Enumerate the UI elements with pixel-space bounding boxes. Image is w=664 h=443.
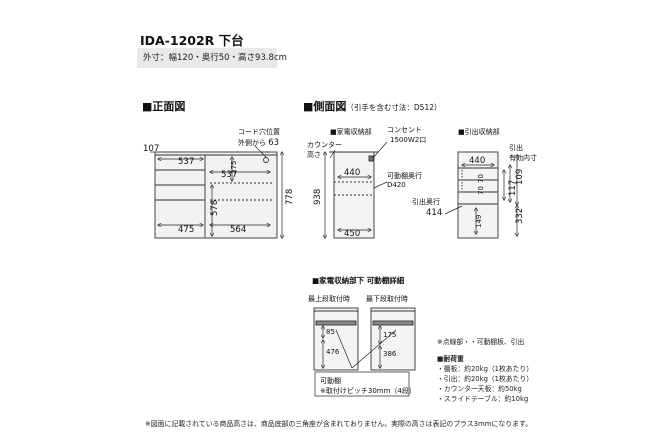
dim-475: 475 <box>178 225 194 235</box>
dim-175: 175 <box>383 331 396 339</box>
shelf-note: 可動棚 <box>320 377 341 385</box>
page-title: IDA-1202R 下台 <box>140 33 244 48</box>
front-dimensions <box>150 145 282 238</box>
dim-70-upper: 70 <box>477 174 485 183</box>
side-appliance-dimensions <box>325 141 388 238</box>
outlet-icon <box>368 155 374 162</box>
shelf-depth-label: 可動棚奥行 <box>387 172 422 180</box>
dim-476: 476 <box>326 348 340 356</box>
dim-440: 440 <box>344 168 360 178</box>
dim-778: 778 <box>285 189 295 205</box>
drawer-inner-label: 引出 <box>509 144 523 152</box>
cord-hole-from-outside: 外側から <box>238 139 266 147</box>
load-item: ・引出：約20kg（1枚あたり） <box>437 375 533 383</box>
side-view-title: ■側面図 <box>303 100 347 113</box>
side-view-heading: ■側面図（引手を含む寸法：D512） <box>303 98 442 114</box>
side-view-appliance <box>329 151 378 239</box>
dim-938: 938 <box>313 189 323 205</box>
dim-578: 578 <box>210 200 220 216</box>
outer-dimensions: 外寸：幅120・奥行50・高さ93.8cm <box>137 48 287 68</box>
counter-height-label: カウンター <box>307 141 342 149</box>
side-view-note: （引手を含む寸法：D512） <box>346 103 442 112</box>
footer-note: ※図面に記載されている商品高さは、商品底部の三角座が含まれておりません。実際の高… <box>145 420 533 428</box>
side-drawer-dimensions <box>444 155 517 236</box>
dim-109: 109 <box>515 169 525 185</box>
detail-upper <box>313 307 359 371</box>
dim-149: 149 <box>475 215 483 228</box>
dotted-note: ※点線部・・可動棚板、引出 <box>437 338 525 346</box>
dim-107: 107 <box>143 144 159 154</box>
dim-275: 275 <box>230 161 238 174</box>
cord-hole-label: コード穴位置 <box>238 128 280 136</box>
detail-dimensions <box>314 326 410 397</box>
drawer-depth-label: 引出奥行 <box>412 198 440 206</box>
lower-mount-label: 最下段取付時 <box>366 295 408 303</box>
counter-height-label-2: 高さ <box>307 151 321 159</box>
dim-85: 85 <box>326 328 335 336</box>
front-view-heading: ■正面図 <box>142 100 186 113</box>
outlet-spec: 1500W2口 <box>390 136 427 144</box>
cord-hole-icon <box>263 157 269 163</box>
cord-hole-label-2: 外側から 63 <box>238 138 279 148</box>
dim-117: 117 <box>508 180 518 196</box>
detail-upper-body <box>313 307 359 371</box>
load-item: ・棚板：約20kg（1枚あたり） <box>437 365 533 373</box>
detail-note-box <box>314 371 410 397</box>
cord-hole-value: 63 <box>268 138 280 148</box>
load-item: ・カウンター天板：約50kg <box>437 385 522 393</box>
dim-440-drawer: 440 <box>469 156 485 166</box>
load-item: ・スライドテーブル：約10kg <box>437 395 529 403</box>
dim-537-top: 537 <box>178 157 194 167</box>
appliance-section-label: ■家電収納部 <box>330 128 372 136</box>
drawer-section-label: ■引出収納部 <box>458 128 500 136</box>
dim-414: 414 <box>426 208 442 218</box>
dim-70-lower: 70 <box>477 186 485 195</box>
detail-lower <box>370 307 416 371</box>
dim-332: 332 <box>515 208 525 224</box>
outlet-label: コンセント <box>387 126 422 134</box>
shelf-pitch-note: ※取付けピッチ30mm（4段） <box>320 387 416 395</box>
detail-heading: ■家電収納部下 可動棚詳細 <box>312 276 405 285</box>
upper-mount-label: 最上段取付時 <box>308 295 350 303</box>
drawer-inner-label-2: 有効内寸 <box>509 154 537 162</box>
shelf-depth-value: D420 <box>387 181 406 189</box>
load-heading: ■耐荷重 <box>437 355 464 363</box>
detail-upper-shelf <box>315 320 357 326</box>
detail-lower-body <box>370 307 416 371</box>
detail-lower-shelf <box>372 320 414 326</box>
dim-386: 386 <box>383 350 397 358</box>
dim-564: 564 <box>230 225 246 235</box>
dim-537-inner: 537 <box>221 170 237 180</box>
dim-450: 450 <box>344 229 360 239</box>
